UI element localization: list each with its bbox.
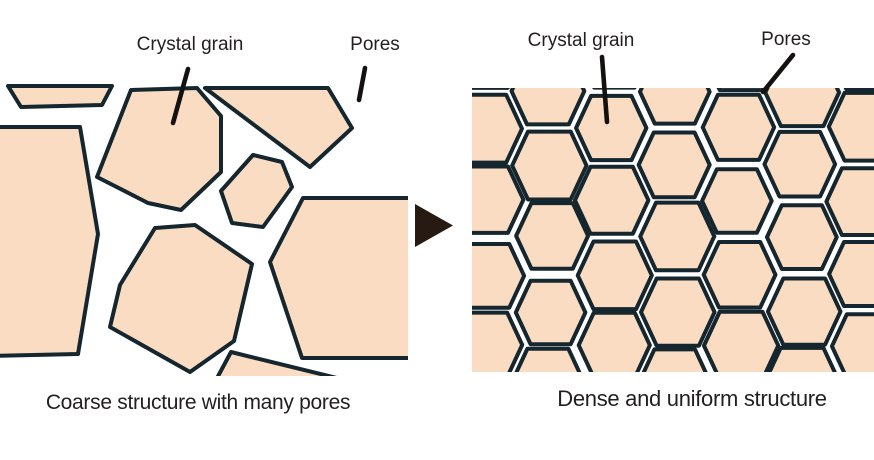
hexagonal-grain-polygon [762, 129, 838, 199]
hexagonal-grain-polygon [701, 239, 778, 310]
coarse-grain-polygon [95, 86, 223, 212]
hexagonal-grain-polygon [576, 310, 652, 372]
hexagonal-grain-polygon [763, 88, 842, 129]
hexagonal-grain-polygon [843, 88, 874, 92]
hexagonal-grain-polygon [575, 239, 654, 312]
right-arrow-icon [415, 204, 453, 247]
hexagonal-grain-polygon [765, 276, 843, 347]
hexagonal-grain-polygon [638, 276, 717, 348]
coarse-structure-panel [0, 84, 408, 376]
hexagonal-grain-polygon [448, 389, 522, 456]
hexagonal-grain-polygon [509, 88, 587, 127]
coarse-grain-polygon [215, 350, 338, 376]
coarse-grain-polygon [0, 125, 100, 358]
hexagonal-grain-polygon [514, 201, 591, 271]
annotation-leader-line [356, 65, 368, 103]
dense-structure-panel [448, 88, 874, 456]
hexagonal-grain-polygon [514, 346, 582, 372]
right-crystal-grain-label: Crystal grain [527, 30, 635, 51]
hexagonal-grain-polygon [701, 309, 781, 372]
annotation-leader-line [170, 66, 191, 126]
hexagonal-grain-polygon [572, 164, 651, 236]
coarse-grain-polygon [203, 86, 354, 169]
hexagonal-grain-polygon [824, 166, 874, 238]
hexagonal-grain-polygon [472, 92, 524, 165]
leader-lines [170, 52, 796, 126]
hexagonal-grain-polygon [826, 90, 874, 163]
hexagonal-grain-polygon [513, 278, 588, 347]
hexagonal-grain-polygon [641, 347, 708, 372]
left-pores-label: Pores [350, 34, 400, 55]
hexagonal-grain-polygon [716, 88, 766, 93]
coarse-grain-polygon [108, 223, 254, 374]
coarse-grain-polygon [268, 196, 408, 360]
hexagonal-grain-polygon [574, 93, 649, 163]
hexagonal-grain-polygon [472, 164, 526, 235]
hexagonal-grain-polygon [510, 129, 589, 202]
coarse-grain-polygon [219, 153, 294, 229]
hexagonal-grain-polygon [829, 312, 874, 372]
hexagonal-grain-polygon [638, 200, 717, 273]
hexagonal-grain-polygon [637, 88, 712, 126]
left-panel-caption: Coarse structure with many pores [45, 391, 351, 414]
hexagonal-grain-polygon [472, 241, 527, 310]
hexagonal-grain-polygon [472, 310, 525, 372]
hexagonal-grain-polygon [636, 130, 712, 200]
annotation-leader-line [599, 54, 610, 125]
hexagonal-grain-polygon [700, 92, 777, 162]
right-panel-caption: Dense and uniform structure [557, 386, 827, 411]
left-crystal-grain-label: Crystal grain [136, 34, 244, 55]
hexagonal-grain-polygon [700, 167, 774, 235]
annotation-leader-line [760, 52, 796, 95]
hexagonal-grain-polygon [767, 345, 837, 372]
hexagonal-grain-polygon [764, 203, 839, 271]
right-pores-label: Pores [761, 29, 811, 50]
hexagonal-grain-polygon [827, 240, 874, 309]
coarse-grain-polygon [6, 84, 114, 109]
